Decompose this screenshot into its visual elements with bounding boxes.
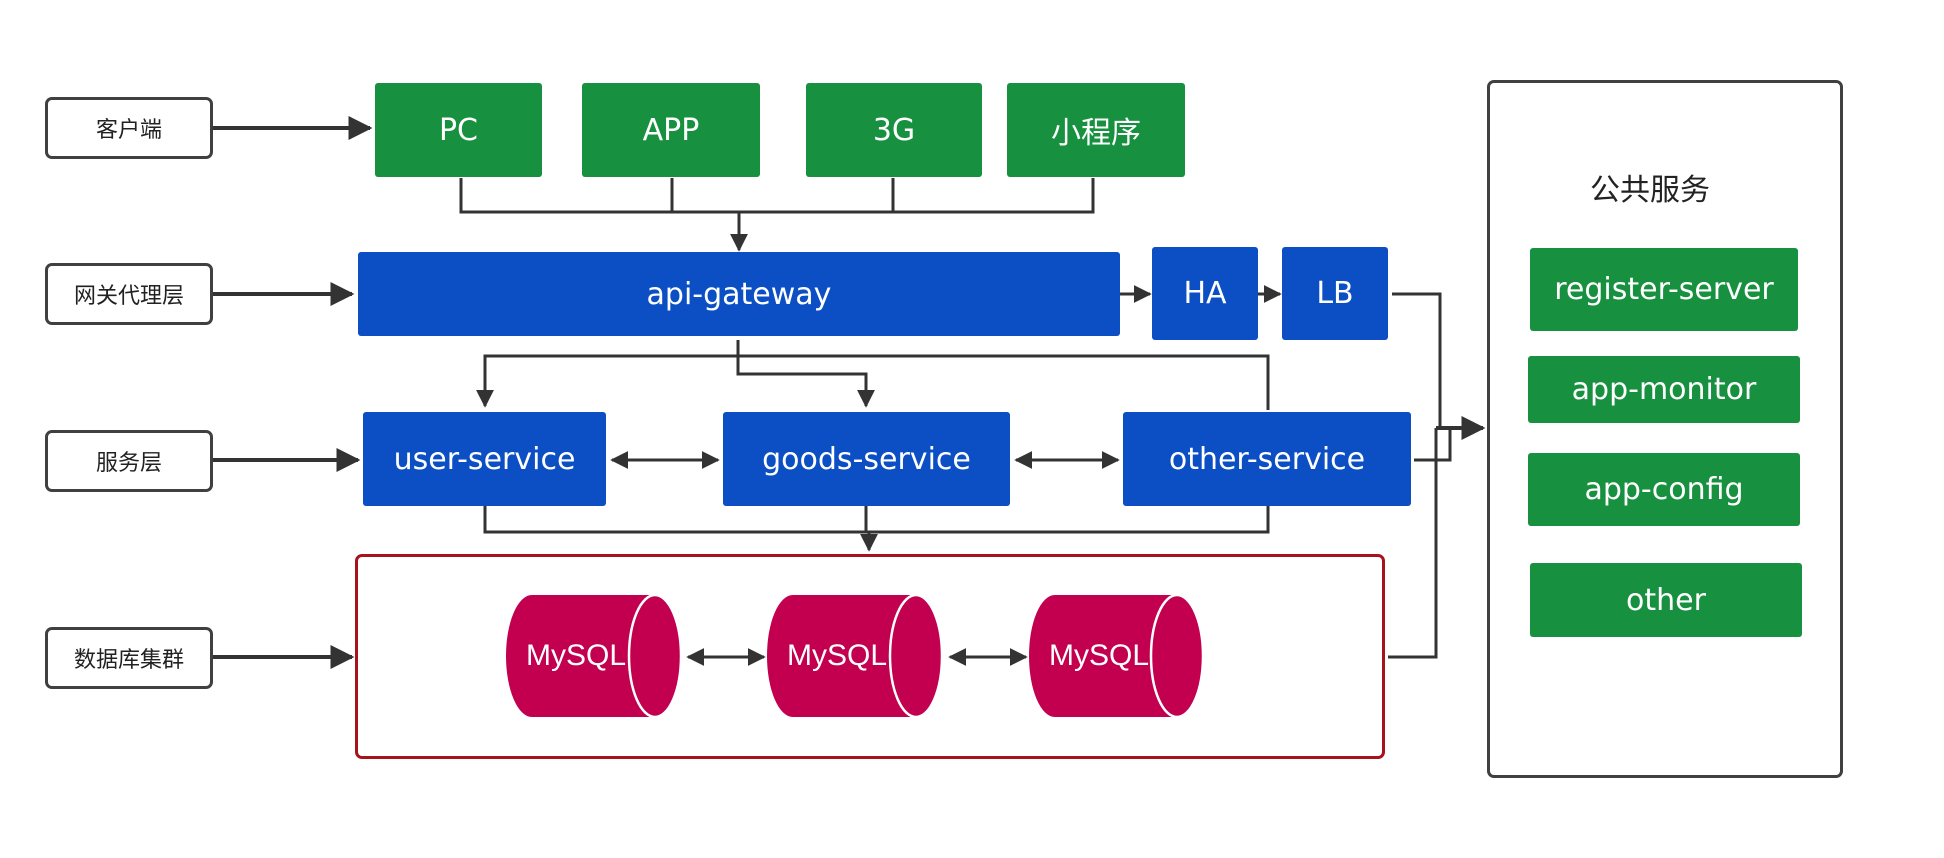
ha-box[interactable]: HA (1152, 247, 1258, 340)
user-service[interactable]: user-service (363, 412, 606, 506)
connector-gateway-services (476, 354, 1270, 410)
layer-label-database: 数据库集群 (45, 627, 213, 689)
db-label-1: MySQL (525, 639, 627, 672)
client-mini-program[interactable]: 小程序 (1007, 83, 1185, 177)
connector-other-public (1414, 428, 1452, 462)
public-service-app-monitor[interactable]: app-monitor (1528, 356, 1800, 423)
public-services-title: 公共服务 (1590, 173, 1710, 208)
connector-db-public (1388, 428, 1438, 659)
connector-gateway-goods (736, 340, 875, 408)
public-service-app-config[interactable]: app-config (1528, 453, 1800, 526)
lb-box[interactable]: LB (1282, 247, 1388, 340)
api-gateway[interactable]: api-gateway (358, 252, 1120, 336)
client-pc[interactable]: PC (375, 83, 542, 177)
db-cylinder-3 (1029, 593, 1205, 719)
db-label-3: MySQL (1048, 639, 1150, 672)
connector-lb-public (1392, 292, 1480, 430)
db-cylinder-1 (506, 593, 683, 719)
db-cylinder-2 (767, 593, 944, 719)
public-service-register-server[interactable]: register-server (1530, 248, 1798, 331)
connector-clients-gateway (459, 178, 1095, 214)
public-services-panel (1487, 80, 1843, 778)
db-label-2: MySQL (786, 639, 888, 672)
other-service[interactable]: other-service (1123, 412, 1411, 506)
connector-services-db (483, 506, 1270, 534)
client-app[interactable]: APP (582, 83, 760, 177)
layer-label-client: 客户端 (45, 97, 213, 159)
layer-label-service: 服务层 (45, 430, 213, 492)
client-3g[interactable]: 3G (806, 83, 982, 177)
public-service-other[interactable]: other (1530, 563, 1802, 637)
database-cluster (355, 554, 1385, 759)
goods-service[interactable]: goods-service (723, 412, 1010, 506)
layer-label-gateway: 网关代理层 (45, 263, 213, 325)
